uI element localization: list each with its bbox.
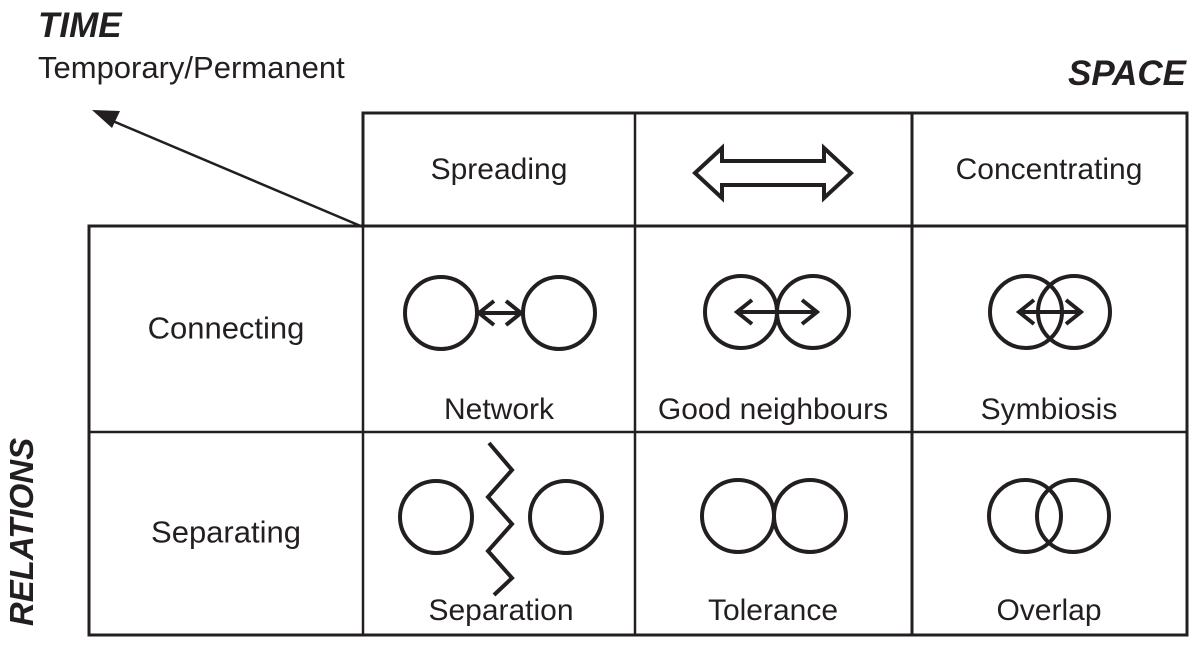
row-header-connecting: Connecting [147,310,305,346]
two-circles-apart-zigzag-icon [398,441,604,597]
body-border [87,224,1189,637]
relations-axis-title: RELATIONS [3,437,40,627]
cell-label-good-neighbours: Good neighbours [657,393,889,426]
column-header-concentrating: Concentrating [955,153,1143,186]
diagonal-arrow-to-upper-left-icon [92,110,364,229]
two-circles-overlapping-double-arrow-icon [988,274,1112,350]
time-axis-sublabel: Temporary/Permanent [38,49,345,85]
two-circles-apart-double-arrow-icon [403,275,597,351]
time-axis-title: TIME [38,6,122,45]
double-headed-hollow-arrow-icon [692,143,854,203]
cell-label-overlap: Overlap [996,594,1102,627]
matrix-grid [87,111,1189,637]
two-circles-overlapping-icon [987,478,1111,554]
cell-label-network: Network [443,393,555,426]
two-circles-touching-icon [700,478,848,554]
cell-label-tolerance: Tolerance [707,594,839,627]
row-header-separating: Separating [151,514,301,550]
space-axis-title: SPACE [1068,54,1186,93]
cell-label-separation: Separation [428,594,574,627]
time-axis-block: TIME Temporary/Permanent [38,4,345,88]
two-circles-touching-double-arrow-icon [703,274,851,350]
column-header-spreading: Spreading [430,153,568,186]
cell-label-symbiosis: Symbiosis [980,393,1118,426]
